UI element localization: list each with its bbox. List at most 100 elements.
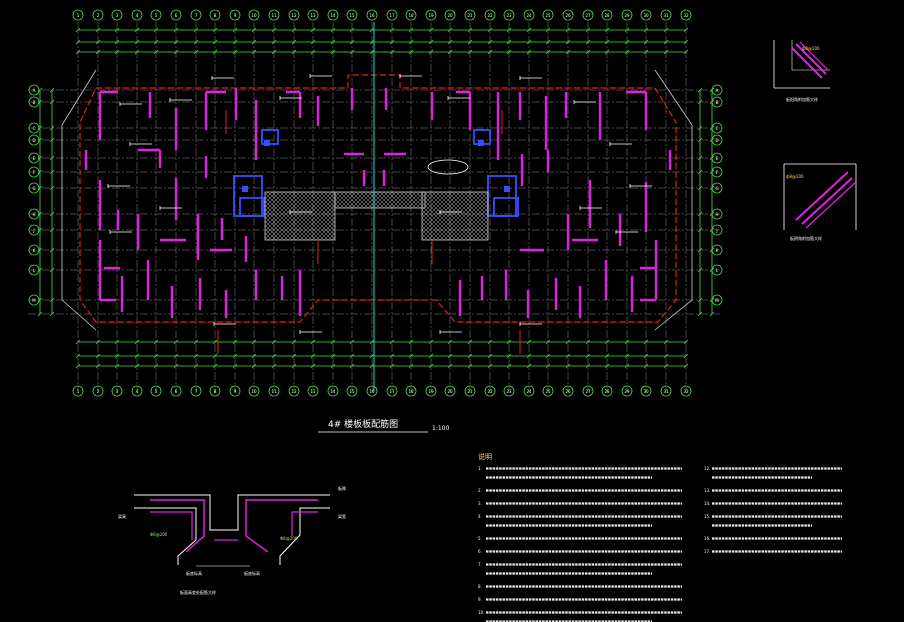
dimension-tick	[310, 49, 316, 55]
dimension-tick	[134, 39, 140, 45]
axis-bubble-label: 30	[643, 389, 649, 394]
axis-bubble	[680, 385, 692, 397]
svg-text:Φ8@200: Φ8@200	[150, 532, 168, 537]
dimension-tick	[683, 49, 689, 55]
dimension-tick	[697, 137, 703, 143]
axis-bubble	[268, 9, 280, 21]
dimension-tick	[271, 49, 277, 55]
outer-boundary-left	[61, 69, 97, 331]
axis-bubble	[327, 9, 339, 21]
dimension-tick	[487, 363, 493, 369]
dimension-tick	[232, 39, 238, 45]
dimension-tick	[349, 339, 355, 345]
axis-bubble	[523, 9, 535, 21]
axis-bubble	[28, 96, 40, 108]
note-number: 13.	[704, 488, 710, 493]
dimension-tick	[173, 363, 179, 369]
dimension-tick	[624, 27, 630, 33]
dimension-tick	[232, 49, 238, 55]
dimension-tick	[369, 27, 375, 33]
axis-bubble	[640, 9, 652, 21]
axis-bubble-label: 12	[291, 13, 297, 18]
dimension-tick	[37, 169, 43, 175]
dimension-tick	[447, 49, 453, 55]
dimension-tick	[49, 125, 55, 131]
dimension-tick	[663, 49, 669, 55]
dimension-tick	[37, 185, 43, 191]
dimension-tick	[349, 49, 355, 55]
axis-bubble-label: L	[716, 268, 719, 273]
dimension-tick	[565, 27, 571, 33]
dimension-tick	[212, 27, 218, 33]
axis-bubble	[28, 122, 40, 134]
dimension-tick	[75, 39, 81, 45]
axis-bubble	[268, 385, 280, 397]
dimension-tick	[369, 363, 375, 369]
axis-bubble-label: 20	[447, 13, 453, 18]
dimension-tick	[487, 49, 493, 55]
dimension-tick	[232, 339, 238, 345]
dimension-tick	[212, 339, 218, 345]
axis-bubble	[28, 264, 40, 276]
dimension-tick	[251, 339, 257, 345]
dimension-tick	[75, 353, 81, 359]
axis-bubble	[582, 385, 594, 397]
shear-walls	[84, 87, 672, 323]
dimension-tick	[95, 339, 101, 345]
dimension-tick	[369, 339, 375, 345]
dimension-tick	[487, 27, 493, 33]
axis-bubble	[366, 9, 378, 21]
dimension-tick	[585, 49, 591, 55]
dimension-tick	[624, 339, 630, 345]
axis-bubble-label: K	[716, 248, 719, 253]
axis-bubble	[28, 152, 40, 164]
axis-bubble-label: 8	[214, 389, 217, 394]
dimension-tick	[153, 353, 159, 359]
note-number: 10.	[478, 610, 484, 615]
dimension-tick	[134, 353, 140, 359]
dimension-tick	[697, 247, 703, 253]
note-number: 16.	[704, 536, 710, 541]
dimension-tick	[643, 27, 649, 33]
dimension-tick	[49, 99, 55, 105]
axis-bubble	[523, 385, 535, 397]
dimension-tick	[545, 339, 551, 345]
axis-bubble-label: 3	[116, 389, 119, 394]
dimension-tick	[697, 87, 703, 93]
dimension-tick	[37, 155, 43, 161]
dimension-tick	[428, 39, 434, 45]
axis-bubble	[562, 9, 574, 21]
dimension-tick	[330, 339, 336, 345]
dimension-tick	[349, 39, 355, 45]
dimension-tick	[487, 39, 493, 45]
dimension-tick	[349, 363, 355, 369]
note-number: 12.	[704, 466, 710, 471]
dimension-tick	[408, 49, 414, 55]
axis-bubble	[307, 9, 319, 21]
dimension-tick	[709, 297, 715, 303]
dimension-tick	[114, 39, 120, 45]
axis-bubble-label: 15	[349, 389, 355, 394]
axis-bubble-label: 28	[604, 389, 610, 394]
dimension-tick	[49, 169, 55, 175]
axis-bubble-label: 24	[526, 389, 532, 394]
dimension-tick	[709, 211, 715, 217]
dimension-tick	[49, 87, 55, 93]
axis-bubble-label: 7	[195, 389, 198, 394]
notes-right-column: 12.13.14.15.16.17.	[704, 466, 842, 554]
axis-bubble	[621, 9, 633, 21]
dimension-tick	[643, 363, 649, 369]
axis-bubble	[542, 385, 554, 397]
axis-bubble	[209, 385, 221, 397]
axis-bubble-label: F	[716, 170, 719, 175]
axis-bubble-label: 1	[77, 389, 80, 394]
dimension-tick	[37, 99, 43, 105]
dimension-tick	[565, 339, 571, 345]
dimension-tick	[487, 353, 493, 359]
dimension-tick	[153, 363, 159, 369]
dimension-tick	[271, 39, 277, 45]
